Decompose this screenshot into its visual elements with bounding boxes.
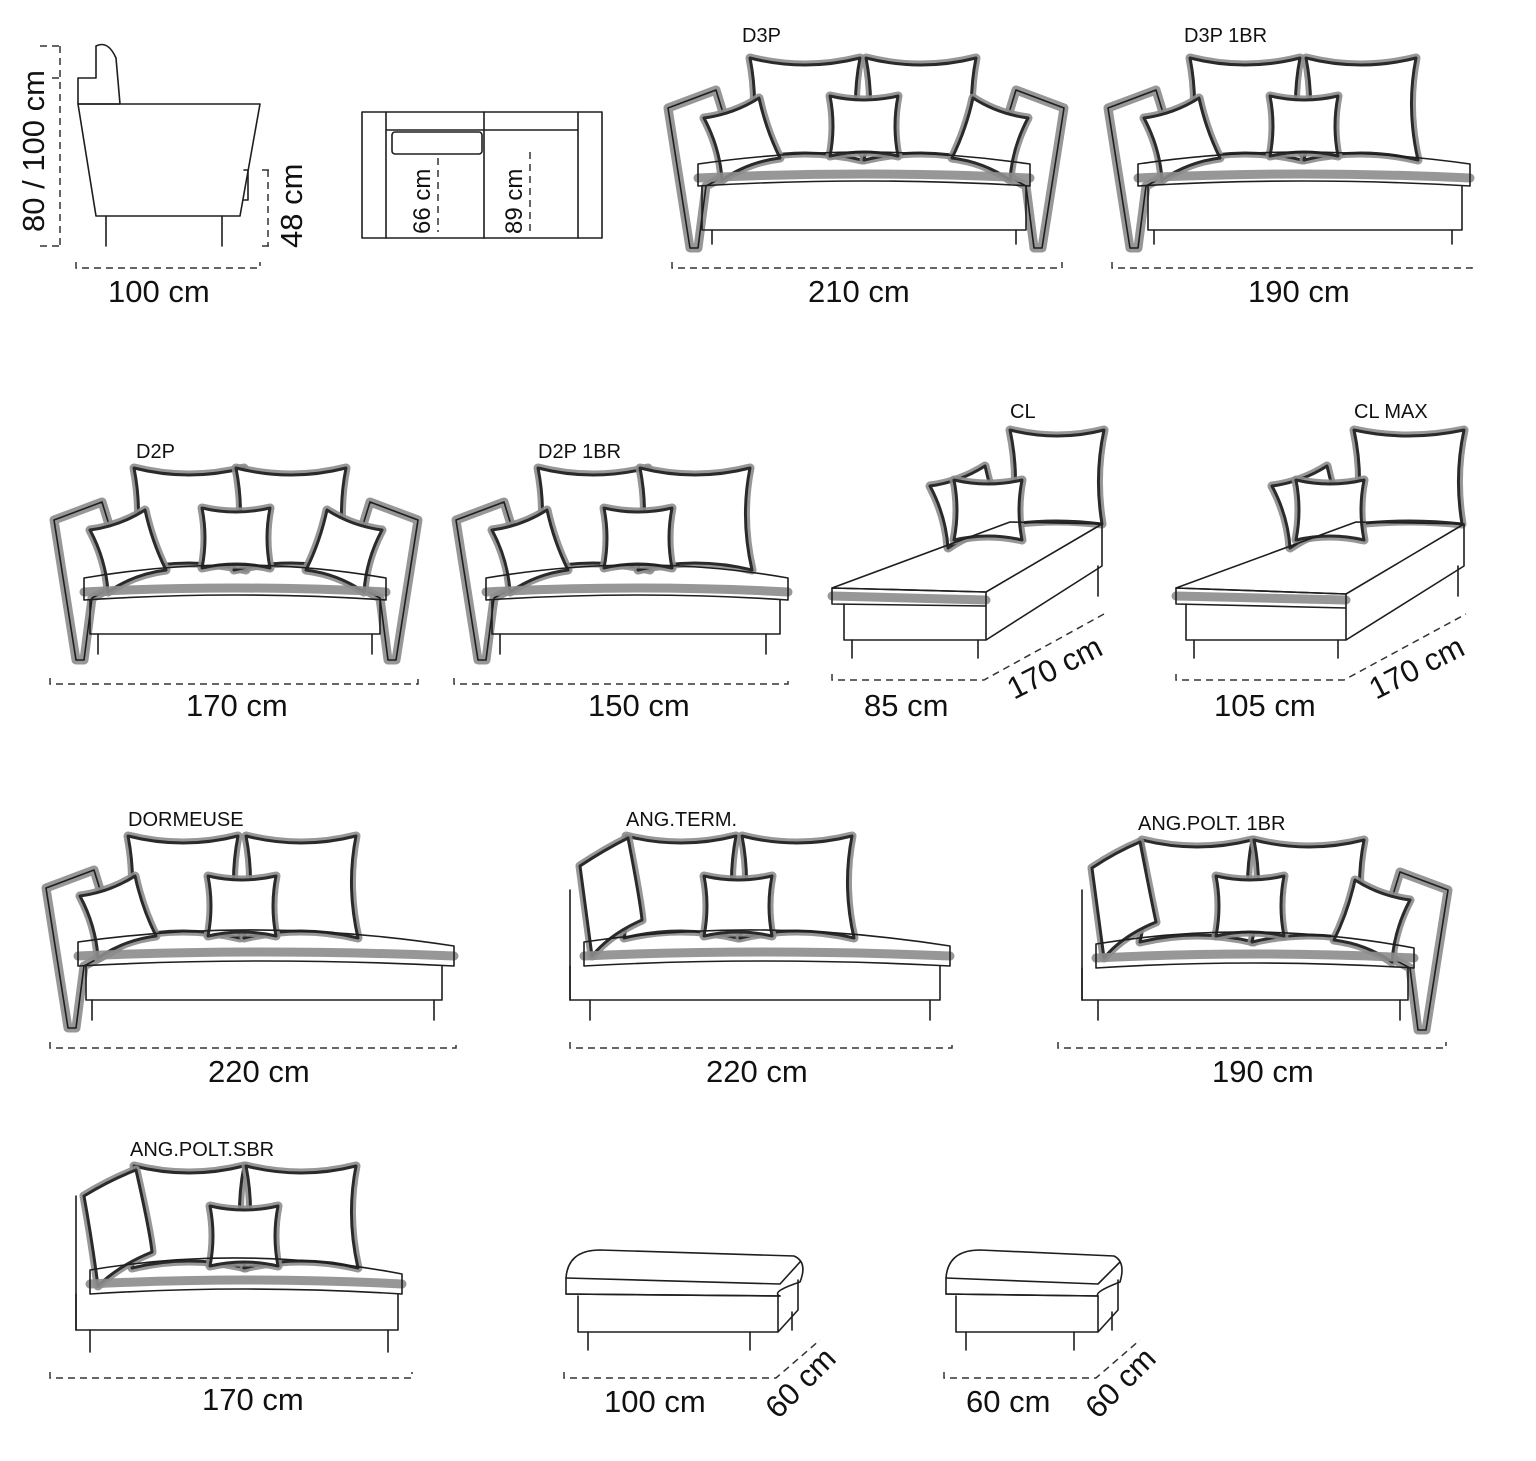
model-name: D3P 1BR [1184, 25, 1267, 47]
pouf-large: 100 cm 60 cm [563, 1249, 843, 1425]
model-width: 170 cm [202, 1382, 304, 1417]
pouf-depth: 60 cm [758, 1341, 842, 1425]
model-d2p-1br: D2P 1BR 150 cm [454, 441, 793, 723]
model-width: 105 cm [1214, 688, 1316, 723]
pouf-width: 100 cm [604, 1384, 706, 1419]
model-cl: CL 85 cm 170 cm [827, 401, 1109, 723]
model-name: ANG.TERM. [626, 809, 737, 831]
model-name: DORMEUSE [128, 809, 244, 831]
side-height-label: 80 / 100 cm [16, 70, 51, 232]
model-ang-term: ANG.TERM. 220 cm [569, 809, 955, 1089]
model-cl-max: CL MAX 105 cm 170 cm [1171, 401, 1470, 723]
side-view: 80 / 100 cm 48 cm 100 cm [16, 43, 309, 309]
model-width: 220 cm [706, 1054, 808, 1089]
model-width: 210 cm [808, 274, 910, 309]
model-name: ANG.POLT.SBR [130, 1139, 274, 1161]
model-name: D3P [742, 25, 781, 47]
model-ang-polt-sbr: ANG.POLT.SBR 170 cm [49, 1139, 413, 1417]
model-width: 85 cm [864, 688, 948, 723]
model-d3p: D3P 210 cm [668, 25, 1064, 309]
model-d2p: D2P 170 cm [49, 441, 418, 723]
model-name: ANG.POLT. 1BR [1138, 813, 1285, 835]
model-name: D2P [136, 441, 175, 463]
side-depth-label: 100 cm [108, 274, 210, 309]
model-name: D2P 1BR [538, 441, 621, 463]
model-width: 190 cm [1212, 1054, 1314, 1089]
model-width: 190 cm [1248, 274, 1350, 309]
model-dormeuse: DORMEUSE 220 cm [46, 809, 459, 1089]
pouf-width: 60 cm [966, 1384, 1050, 1419]
pouf-small: 60 cm 60 cm [943, 1249, 1163, 1425]
model-ang-polt-1br: ANG.POLT. 1BR 190 cm [1057, 813, 1448, 1089]
top-depth-66-label: 66 cm [409, 169, 436, 234]
model-width: 170 cm [186, 688, 288, 723]
top-depth-89-label: 89 cm [501, 169, 528, 234]
model-name: CL [1010, 401, 1036, 423]
model-name: CL MAX [1354, 401, 1428, 423]
model-length: 170 cm [1001, 629, 1107, 706]
pouf-depth: 60 cm [1078, 1341, 1162, 1425]
model-width: 220 cm [208, 1054, 310, 1089]
top-view: 66 cm 89 cm [361, 111, 603, 239]
side-seat-height-label: 48 cm [274, 164, 309, 248]
model-d3p-1br: D3P 1BR 190 cm [1108, 25, 1475, 309]
model-width: 150 cm [588, 688, 690, 723]
